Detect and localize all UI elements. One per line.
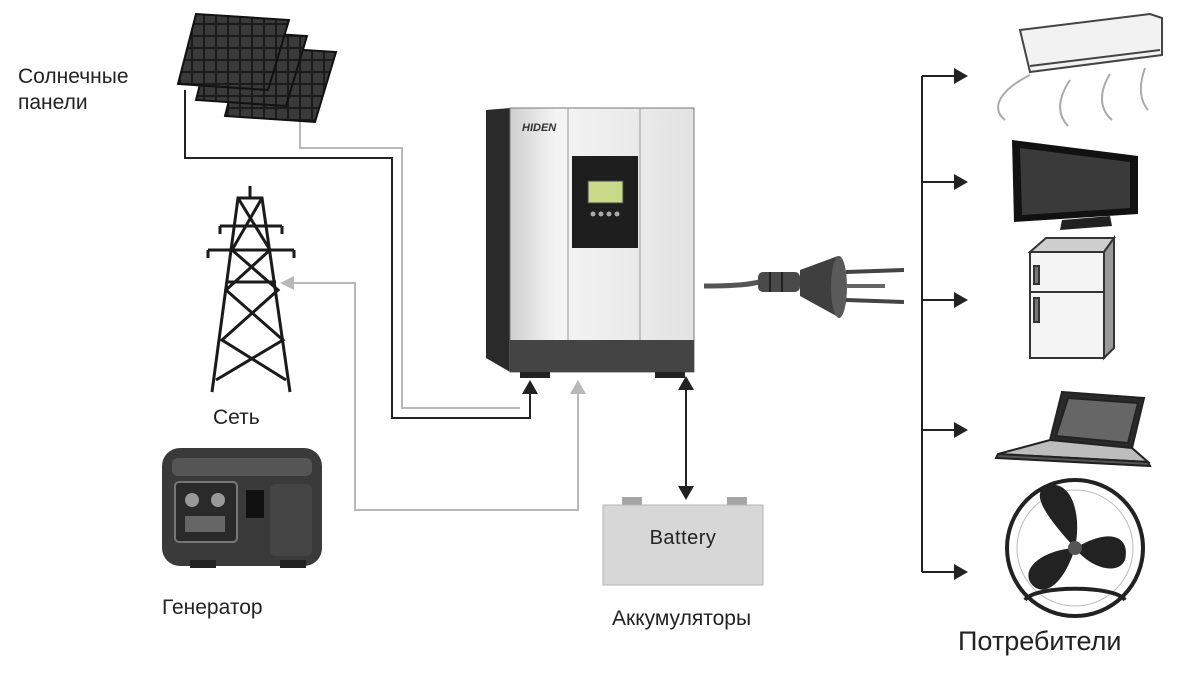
brand-label: HIDEN (522, 122, 557, 134)
plug-icon (703, 256, 905, 318)
solar-dark-line (184, 90, 531, 419)
inverter-icon: HIDEN (486, 107, 695, 378)
generator-icon (162, 448, 322, 568)
connection-lines (184, 68, 968, 580)
solar-label-line-2: панели (18, 91, 88, 114)
arrow-up-inverter-gray (570, 380, 586, 394)
generator-label: Генератор (162, 596, 263, 619)
consumer-arrows (922, 68, 968, 580)
power-tower-icon (206, 186, 296, 393)
arrow-down-battery (678, 486, 694, 500)
solar-panels-label: Солнечные панели (18, 64, 178, 116)
arrow-up-inverter-dark (522, 380, 538, 394)
arrow-left-grid (280, 276, 294, 290)
solar-gray-line (299, 118, 520, 409)
air-conditioner-icon (997, 12, 1163, 127)
tv-icon (1012, 140, 1138, 230)
arrow-up-battery (678, 376, 694, 390)
grid-gray-line (290, 282, 579, 511)
battery-icon (602, 497, 764, 586)
battery-caption: Аккумуляторы (612, 607, 752, 630)
grid-label: Сеть (213, 406, 260, 429)
fan-icon (1005, 478, 1145, 618)
solar-panels-icon (176, 12, 338, 124)
consumers-label: Потребители (958, 626, 1122, 656)
laptop-icon (994, 390, 1152, 468)
battery-text: Battery (649, 527, 717, 549)
solar-label-line-1: Солнечные (18, 65, 129, 88)
fridge-icon (1027, 234, 1116, 361)
